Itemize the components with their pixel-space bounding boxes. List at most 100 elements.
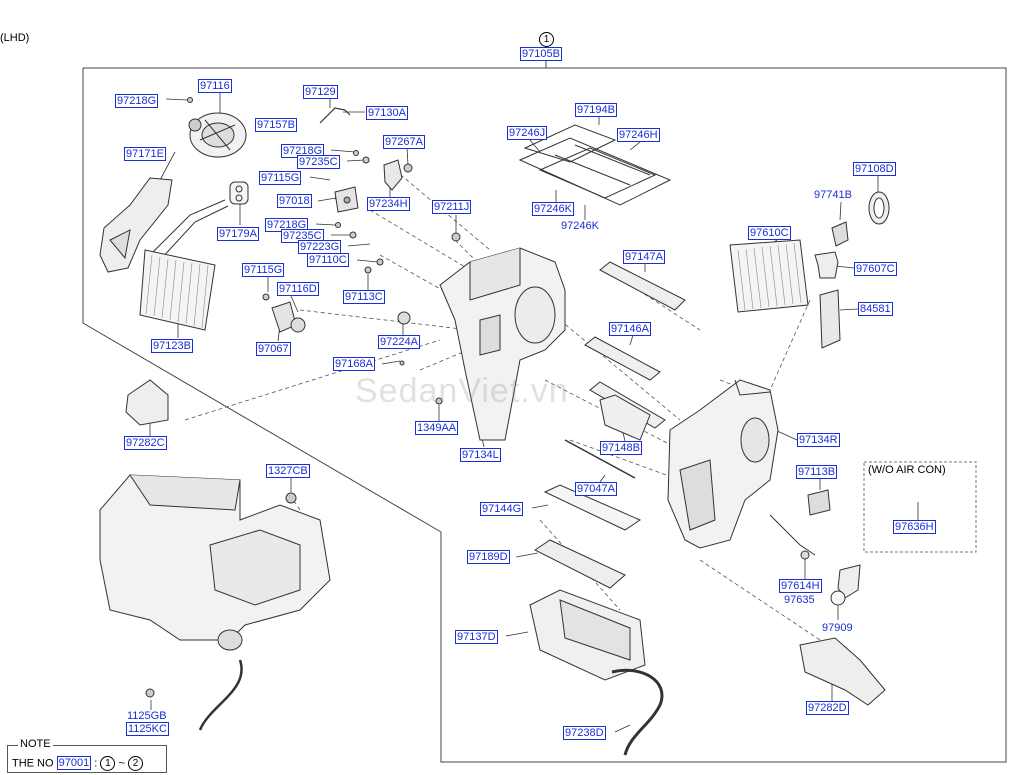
part-label[interactable]: 97211J <box>432 200 472 214</box>
part-label[interactable]: 97635 <box>784 594 815 606</box>
part-label[interactable]: 97115G <box>259 171 302 185</box>
assembly-index-circle: 1 <box>539 32 554 47</box>
part-label[interactable]: 97235C <box>297 155 340 169</box>
part-label[interactable]: 97267A <box>383 135 425 149</box>
part-label[interactable]: 97168A <box>333 357 375 371</box>
heater-pipes <box>149 199 229 261</box>
part-label[interactable]: 97123B <box>151 339 193 353</box>
part-label[interactable]: 97144G <box>480 502 524 516</box>
part-label[interactable]: 97238D <box>563 726 606 740</box>
part-label[interactable]: 97047A <box>575 482 617 496</box>
part-label[interactable]: 1125KC <box>126 722 169 736</box>
tray-97189D <box>534 539 626 589</box>
part-label[interactable]: 97146A <box>609 322 651 336</box>
note-box <box>7 745 167 773</box>
lever-97234H <box>383 159 403 191</box>
part-label[interactable]: 97246K <box>532 202 574 216</box>
part-label[interactable]: 97610C <box>748 226 791 240</box>
part-label[interactable]: 97171E <box>124 147 166 161</box>
seal-frames <box>518 124 672 206</box>
assembly-part-number[interactable]: 97105B <box>520 47 562 61</box>
part-label[interactable]: 1327CB <box>266 464 310 478</box>
part-label[interactable]: 97113C <box>343 290 385 304</box>
part-label[interactable]: 97223G <box>298 240 342 254</box>
part-label[interactable]: 97282C <box>124 436 167 450</box>
part-label[interactable]: 97607C <box>854 262 897 276</box>
solid-leaders <box>149 92 919 733</box>
note-line: THE NO 97001 : 1 ~ 2 <box>12 756 143 771</box>
part-label[interactable]: 97113B <box>796 465 838 479</box>
part-label[interactable]: 97110C <box>307 253 349 267</box>
part-label[interactable]: 97282D <box>806 701 849 715</box>
part-label[interactable]: 97246H <box>617 128 660 142</box>
part-label[interactable]: 97194B <box>575 103 617 117</box>
duct-97909 <box>830 564 861 606</box>
part-label[interactable]: 97116 <box>198 79 232 93</box>
assembly-boundary <box>82 67 1007 763</box>
note-title: NOTE <box>18 738 53 750</box>
part-label[interactable]: 97129 <box>303 85 338 99</box>
part-label[interactable]: 97246K <box>561 220 599 232</box>
part-label[interactable]: 97067 <box>256 342 291 356</box>
part-label[interactable]: 1125GB <box>127 710 167 722</box>
note-circle-from: 1 <box>100 756 116 771</box>
note-tilde: ~ <box>118 757 125 770</box>
part-label[interactable]: 97234H <box>367 197 410 211</box>
pipe-97607C <box>814 251 839 279</box>
clip-97741B <box>831 221 849 247</box>
case-right <box>667 379 779 549</box>
part-label[interactable]: 1349AA <box>415 421 459 435</box>
gear-97116D <box>290 317 306 333</box>
part-label[interactable]: 97909 <box>822 622 853 634</box>
part-label[interactable]: 97018 <box>277 194 312 208</box>
filter-97144G <box>543 484 642 531</box>
part-label[interactable]: 97130A <box>366 106 408 120</box>
part-label[interactable]: 97224A <box>378 335 420 349</box>
bracket-84581 <box>819 289 841 349</box>
actuator-97018 <box>334 186 359 213</box>
part-label[interactable]: 97134L <box>460 448 501 462</box>
note-prefix: THE NO <box>12 757 54 770</box>
blower-motor <box>188 112 247 158</box>
case-lower-97137D <box>529 589 646 681</box>
part-label[interactable]: 97134R <box>797 433 840 447</box>
duct-97282D <box>799 637 886 706</box>
part-label[interactable]: 97148B <box>600 441 642 455</box>
assembled-unit <box>99 474 331 731</box>
gasket-97179A <box>229 181 249 205</box>
evaporator <box>729 239 809 313</box>
note-circle-to: 2 <box>127 756 143 771</box>
part-label[interactable]: 97235C <box>281 229 324 243</box>
wo-aircon-part[interactable]: 97636H <box>893 520 936 534</box>
gear-97224A <box>397 311 411 325</box>
part-label[interactable]: 97246J <box>507 126 548 140</box>
part-label[interactable]: 97147A <box>623 250 665 264</box>
part-label[interactable]: 97189D <box>467 550 510 564</box>
watermark: SedanViet.vn <box>355 372 569 410</box>
part-label[interactable]: 97137D <box>455 630 498 644</box>
shaft-97047A <box>564 439 636 479</box>
part-label[interactable]: 97116D <box>277 282 319 296</box>
seal-97108D <box>868 191 890 225</box>
case-left <box>439 247 566 441</box>
mode-doors <box>584 261 686 441</box>
part-label[interactable]: 97157B <box>255 118 297 132</box>
part-label[interactable]: 97741B <box>814 189 852 201</box>
part-label[interactable]: 97218G <box>115 94 159 108</box>
part-label[interactable]: 97115G <box>242 263 285 277</box>
bracket-97171E <box>99 177 173 273</box>
note-colon: : <box>94 757 98 770</box>
wo-aircon-box <box>863 461 977 553</box>
duct-97282C <box>125 379 169 426</box>
part-label[interactable]: 97108D <box>853 162 896 176</box>
wo-aircon-title: (W/O AIR CON) <box>868 464 946 476</box>
heater-core <box>139 249 216 331</box>
wire-harness <box>769 489 831 560</box>
part-label[interactable]: 84581 <box>858 302 893 316</box>
part-label[interactable]: 97614H <box>779 579 822 593</box>
note-part-number[interactable]: 97001 <box>56 756 92 771</box>
rod-part <box>319 107 351 124</box>
part-label[interactable]: 97179A <box>217 227 259 241</box>
variant-label: (LHD) <box>0 32 30 44</box>
